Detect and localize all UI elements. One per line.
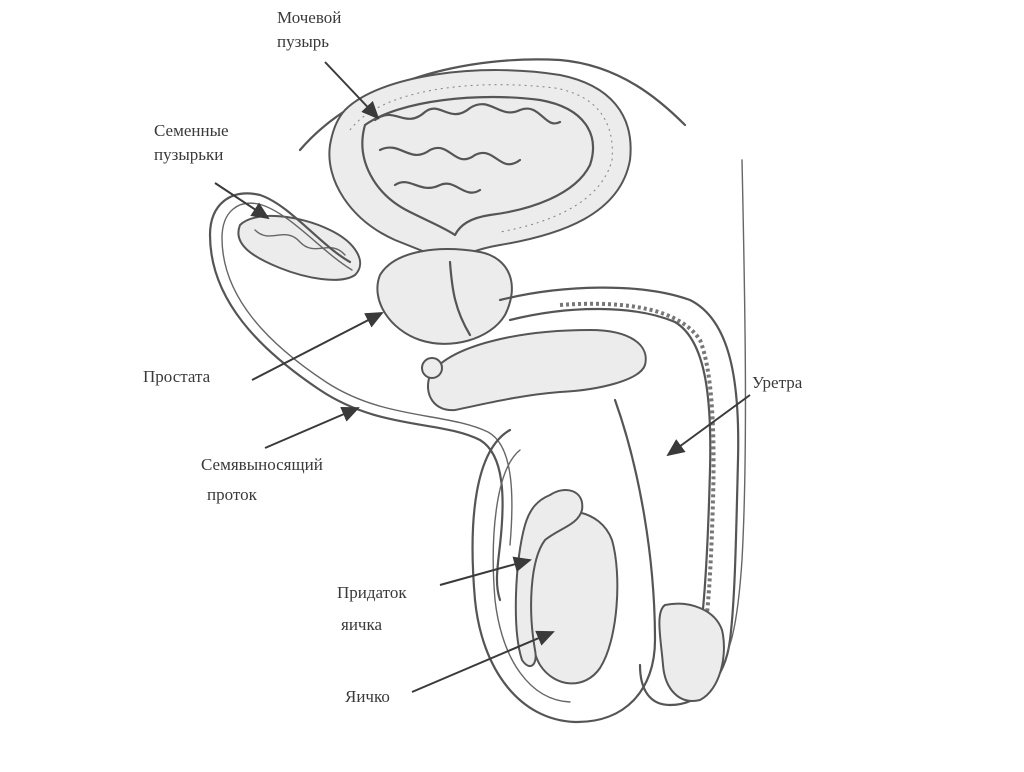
seminal-vesicle-shape <box>238 216 360 280</box>
label-testis: Яичко <box>345 684 390 710</box>
label-vas-deferens-line2: проток <box>207 482 323 508</box>
label-vas-deferens: Семявыносящий проток <box>201 452 323 508</box>
prostate-shape <box>377 249 511 344</box>
label-bladder: Мочевой пузырь <box>277 5 341 55</box>
label-epididymis-line2: яичка <box>341 612 407 638</box>
label-vas-deferens-line1: Семявыносящий <box>201 452 323 478</box>
label-epididymis-line1: Придаток <box>337 580 407 606</box>
label-prostate: Простата <box>143 364 210 390</box>
label-vesicles-line1: Семенные <box>154 118 229 144</box>
glans <box>659 604 724 701</box>
label-vesicles: Семенные пузырьки <box>154 118 229 168</box>
bladder-shape <box>329 70 630 262</box>
label-bladder-line2: пузырь <box>277 29 341 55</box>
label-vesicles-line2: пузырьки <box>154 142 229 168</box>
label-epididymis: Придаток яичка <box>337 580 407 638</box>
pointer-vas <box>265 408 358 448</box>
pointer-prostate <box>252 313 382 380</box>
label-urethra: Уретра <box>752 370 802 396</box>
bulbourethral-gland <box>422 358 442 378</box>
label-bladder-line1: Мочевой <box>277 5 341 31</box>
